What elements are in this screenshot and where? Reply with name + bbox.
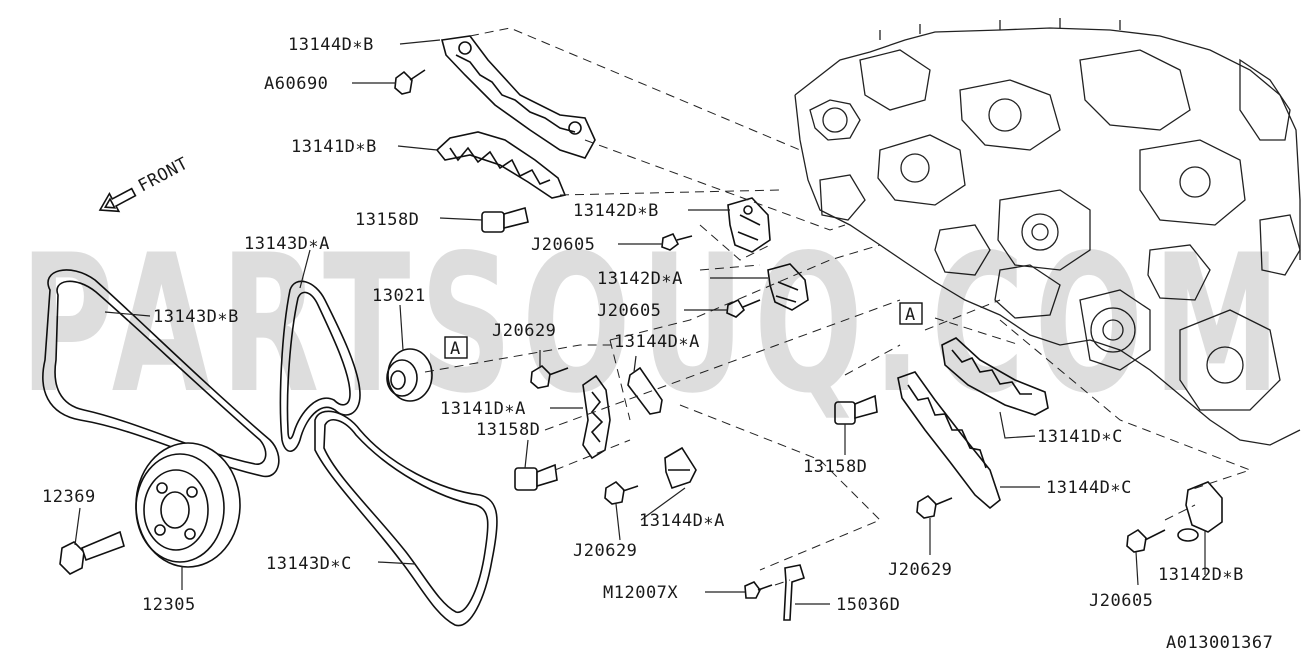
label-13142d-b-right: 13142D∗B bbox=[1158, 565, 1244, 585]
bolt-j20605-mid bbox=[726, 298, 761, 318]
tensioner-13142d-a bbox=[767, 263, 809, 311]
guide-13144d-c bbox=[897, 371, 1001, 510]
label-j20605-right: J20605 bbox=[1089, 591, 1153, 611]
sensor-15036d bbox=[783, 564, 805, 621]
bolt-m12007x bbox=[744, 581, 773, 599]
bolt-j20629-mid bbox=[530, 364, 569, 389]
label-13141d-b: 13141D∗B bbox=[291, 137, 377, 157]
label-13143d-c: 13143D∗C bbox=[266, 554, 352, 574]
sprocket-13021 bbox=[386, 348, 433, 402]
watermark: PARTSOUQ.COM bbox=[20, 214, 1290, 435]
dashed-guides bbox=[424, 27, 1252, 586]
svg-text:A: A bbox=[450, 339, 461, 359]
guide-13144d-b-top bbox=[440, 35, 596, 159]
belt-13143d-a bbox=[279, 280, 361, 453]
guide-13141d-c bbox=[941, 337, 1049, 416]
bolt-12369 bbox=[59, 530, 125, 575]
label-13158d-mid: 13158D bbox=[476, 420, 540, 440]
label-13158d-right: 13158D bbox=[803, 457, 867, 477]
label-13144d-a-low: 13144D∗A bbox=[639, 511, 725, 531]
label-13142d-b-top: 13142D∗B bbox=[573, 201, 659, 221]
label-12369: 12369 bbox=[42, 487, 96, 507]
tensioner-13142d-b-top bbox=[727, 197, 771, 253]
bolt-a60690 bbox=[394, 69, 426, 95]
label-13141d-a: 13141D∗A bbox=[440, 399, 526, 419]
front-arrow-icon bbox=[98, 187, 137, 213]
bolt-j20629-right bbox=[916, 494, 953, 519]
bolt-j20629-low bbox=[604, 480, 639, 505]
label-j20605-mid: J20605 bbox=[597, 301, 661, 321]
label-13158d-top: 13158D bbox=[355, 210, 419, 230]
tensioner-13142d-b-right bbox=[1177, 481, 1223, 542]
label-13144d-a-top: 13144D∗A bbox=[614, 332, 700, 352]
belt-13143d-b bbox=[42, 269, 280, 478]
bolt-13158d-right bbox=[834, 394, 878, 425]
bolt-j20605-top bbox=[661, 232, 693, 251]
bolt-13158d-top bbox=[481, 206, 529, 233]
belt-13143d-c bbox=[314, 410, 498, 627]
diagram-id: A013001367 bbox=[1166, 633, 1273, 653]
label-a60690: A60690 bbox=[264, 74, 328, 94]
label-13021: 13021 bbox=[372, 286, 426, 306]
crank-pulley-12305 bbox=[135, 442, 241, 568]
bolt-j20605-right bbox=[1126, 528, 1166, 553]
engine-block bbox=[794, 18, 1301, 446]
front-label: FRONT bbox=[135, 154, 192, 197]
ref-box-a-1: A bbox=[444, 336, 468, 359]
label-m12007x: M12007X bbox=[603, 583, 678, 603]
guide-13144d-a-low bbox=[664, 446, 697, 490]
label-j20605-top: J20605 bbox=[531, 235, 595, 255]
label-13142d-a: 13142D∗A bbox=[597, 269, 683, 289]
bolt-13158d-mid bbox=[514, 463, 558, 491]
label-j20629-mid: J20629 bbox=[492, 321, 556, 341]
label-13144d-c: 13144D∗C bbox=[1046, 478, 1132, 498]
label-13141d-c: 13141D∗C bbox=[1037, 427, 1123, 447]
svg-text:A: A bbox=[905, 305, 916, 325]
label-13143d-b: 13143D∗B bbox=[153, 307, 239, 327]
ref-box-a-2: A bbox=[899, 302, 923, 325]
label-15036d: 15036D bbox=[836, 595, 900, 615]
label-j20629-low: J20629 bbox=[573, 541, 637, 561]
label-13143d-a: 13143D∗A bbox=[244, 234, 330, 254]
leader-lines bbox=[74, 39, 1206, 605]
guide-13141d-b bbox=[435, 131, 567, 199]
guide-13144d-a-top bbox=[627, 366, 663, 415]
label-13144d-b-top: 13144D∗B bbox=[288, 35, 374, 55]
label-j20629-right: J20629 bbox=[888, 560, 952, 580]
label-12305: 12305 bbox=[142, 595, 196, 615]
